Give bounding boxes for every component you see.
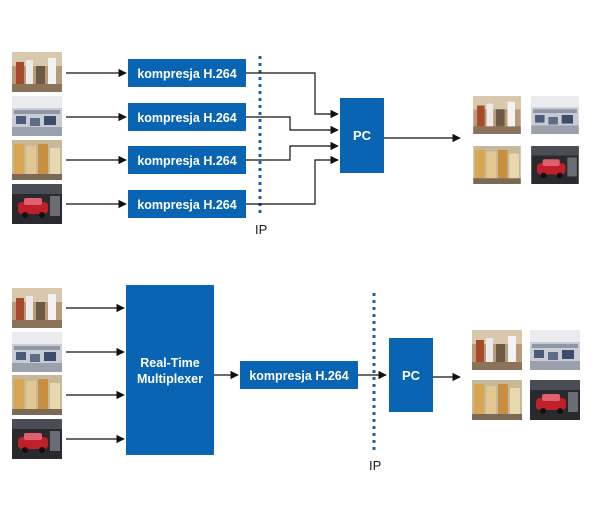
top-connector-3	[246, 141, 339, 161]
bottom-diagram: Real-Time Multiplexer kompresja H.264 IP…	[12, 285, 580, 473]
top-camera-3-thumbnail	[12, 140, 62, 180]
bottom-pc-label: PC	[402, 368, 421, 383]
top-compression-box-1	[128, 59, 246, 87]
bottom-multiplexer-label-line1: Real-Time	[140, 356, 200, 370]
bottom-pc-box	[389, 338, 433, 412]
top-ip-label: IP	[255, 222, 267, 237]
bottom-output-view-4	[530, 380, 580, 420]
bottom-output-view-2	[530, 330, 580, 370]
top-compression-label-4: kompresja H.264	[137, 198, 236, 212]
bottom-camera-1-thumbnail	[12, 288, 62, 328]
bottom-output-view-1	[472, 330, 522, 370]
top-compression-box-3	[128, 146, 246, 174]
bottom-multiplexer-label-line2: Multiplexer	[137, 372, 203, 386]
top-connector-2	[246, 116, 339, 135]
bottom-multiplexer-box	[126, 285, 214, 455]
top-compression-box-4	[128, 190, 246, 218]
top-compression-label-3: kompresja H.264	[137, 154, 236, 168]
top-compression-label-1: kompresja H.264	[137, 67, 236, 81]
top-pc-label: PC	[353, 128, 372, 143]
bottom-camera-3-thumbnail	[12, 375, 62, 415]
top-compression-label-2: kompresja H.264	[137, 111, 236, 125]
bottom-camera-2-thumbnail	[12, 332, 62, 372]
top-camera-2-thumbnail	[12, 96, 62, 136]
top-connector-1	[246, 72, 339, 119]
bottom-camera-4-thumbnail	[12, 419, 62, 459]
top-diagram: kompresja H.264 kompresja H.264 kompresj…	[12, 52, 579, 237]
top-output-view-1	[473, 96, 521, 134]
top-output-view-4	[531, 146, 579, 184]
top-camera-1-thumbnail	[12, 52, 62, 92]
bottom-compression-box	[240, 361, 358, 389]
top-output-view-3	[473, 146, 521, 184]
top-pc-box	[340, 98, 384, 173]
top-connector-4	[246, 155, 339, 205]
bottom-ip-label: IP	[369, 458, 381, 473]
top-camera-4-thumbnail	[12, 184, 62, 224]
top-compression-box-2	[128, 103, 246, 131]
bottom-compression-label: kompresja H.264	[249, 369, 348, 383]
top-output-view-2	[531, 96, 579, 134]
bottom-output-view-3	[472, 380, 522, 420]
